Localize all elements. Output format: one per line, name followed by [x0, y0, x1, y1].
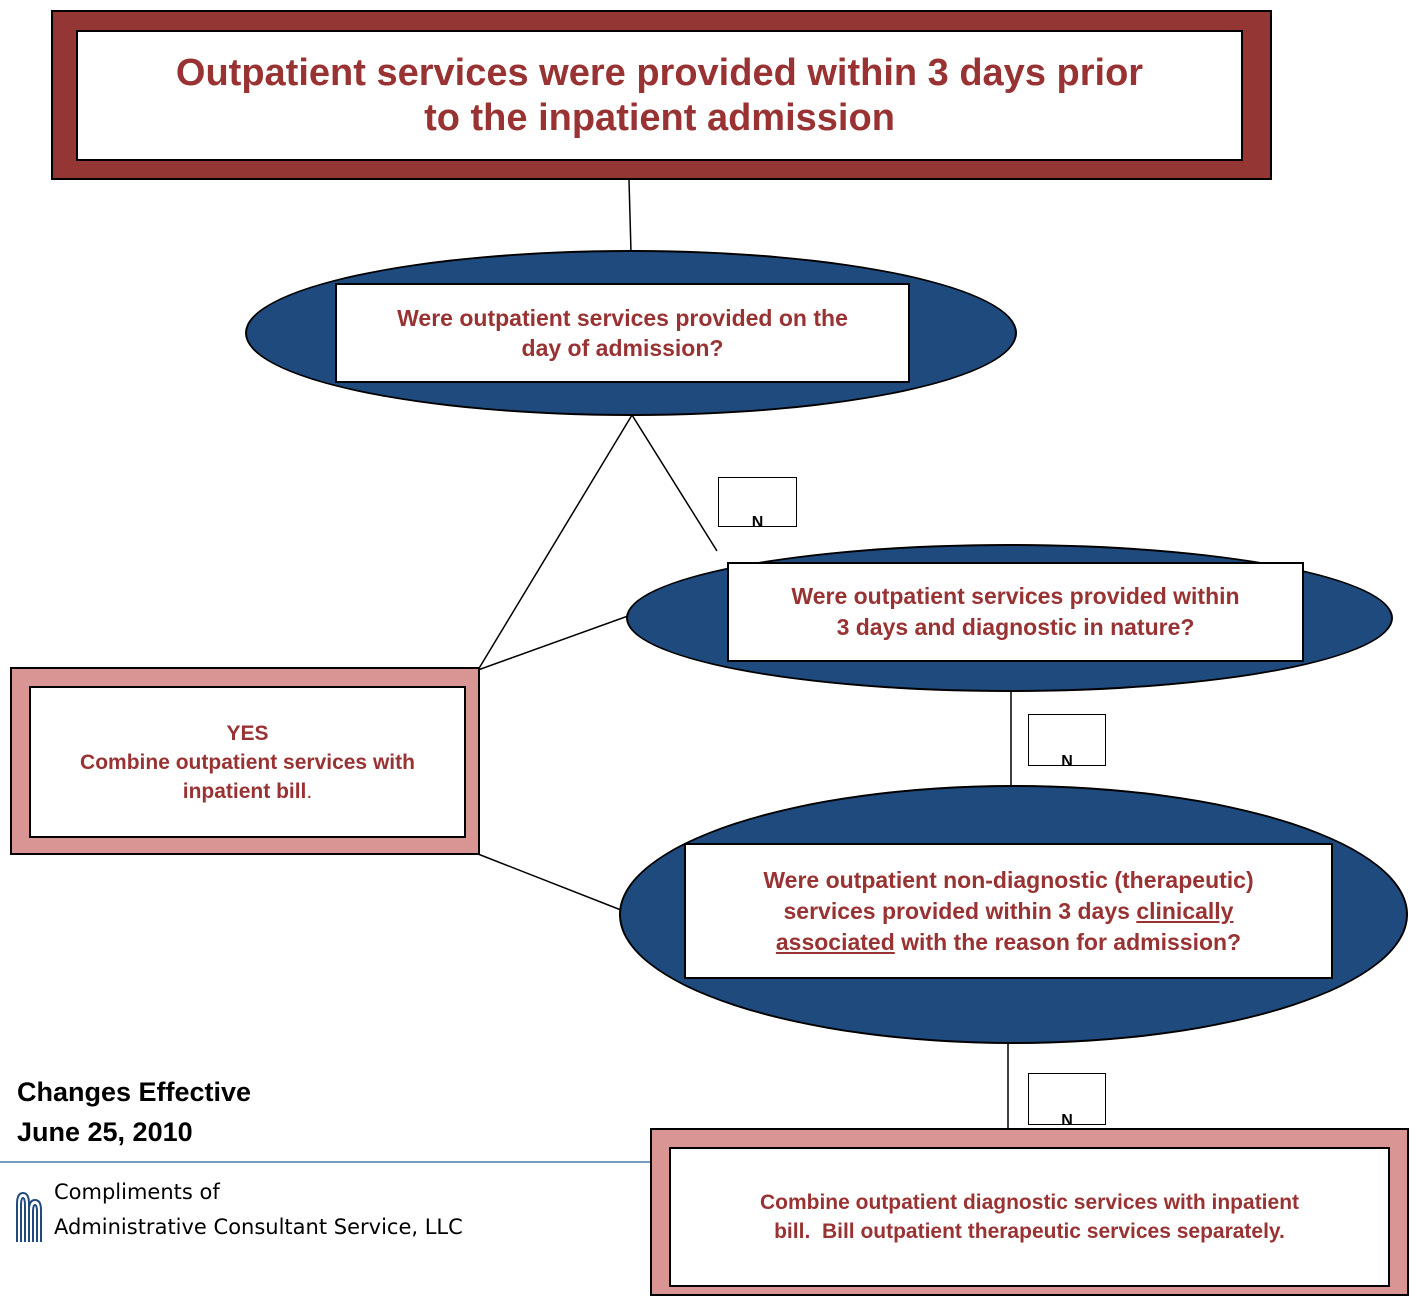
decision3-line-2: services provided within 3 days clinical…	[784, 896, 1234, 927]
decision2-question: Were outpatient services provided within…	[727, 562, 1304, 662]
decision1-line-1: Were outpatient services provided on the	[397, 305, 848, 331]
result-inner: Combine outpatient diagnostic services w…	[669, 1147, 1390, 1287]
decision3-line-2-text: services provided within 3 days	[783, 897, 1130, 924]
effective-line-2: June 25, 2010	[17, 1117, 193, 1147]
decision3-line-1: Were outpatient non-diagnostic (therapeu…	[763, 866, 1254, 893]
title-to-decision1-line	[628, 179, 632, 253]
decision1-question: Were outpatient services provided on the…	[335, 283, 910, 383]
decision3-line-3: associated with the reason for admission…	[776, 927, 1241, 958]
footer-line-2: Administrative Consultant Service, LLC	[54, 1215, 463, 1239]
no-label-2-text: N	[1061, 753, 1073, 766]
footer-line-1: Compliments of	[54, 1180, 220, 1204]
title-inner: Outpatient services were provided within…	[76, 30, 1243, 161]
decision1-to-yes-line	[477, 414, 633, 671]
decision1-to-decision2-line	[631, 414, 718, 552]
effective-date: Changes Effective June 25, 2010	[17, 1072, 251, 1152]
decision3-underlined-1: clinically	[1136, 897, 1234, 924]
yes-line-2-text: inpatient bill	[182, 779, 307, 803]
decision3-question: Were outpatient non-diagnostic (therapeu…	[684, 843, 1333, 979]
decision3-line-3-text: with the reason for admission?	[901, 928, 1242, 955]
yes-inner: YES Combine outpatient services with inp…	[29, 686, 466, 838]
yes-line-1: Combine outpatient services with	[80, 750, 415, 774]
title-line-1: Outpatient services were provided within…	[175, 51, 1144, 94]
yes-period: .	[306, 779, 313, 803]
result-line-1: Combine outpatient diagnostic services w…	[759, 1191, 1300, 1214]
no-label-2: N	[1028, 714, 1106, 766]
no-label-3-text: N	[1061, 1112, 1073, 1125]
decision2-line-1: Were outpatient services provided within	[791, 583, 1240, 609]
footer-text: Compliments of Administrative Consultant…	[54, 1175, 654, 1296]
company-logo-icon	[14, 1190, 44, 1242]
title-line-2: to the inpatient admission	[424, 96, 895, 139]
yes-line-2: inpatient bill.	[183, 777, 313, 806]
decision1-line-2: day of admission?	[521, 335, 724, 361]
yes-to-decision3-line	[477, 853, 622, 911]
no-label-1-text: N	[751, 514, 764, 527]
decision2-line-2: 3 days and diagnostic in nature?	[836, 614, 1195, 640]
yes-heading: YES	[226, 721, 269, 745]
decision2-to-yes-line	[477, 615, 629, 671]
no-label-3: N	[1028, 1073, 1106, 1125]
decision3-underlined-2: associated	[775, 928, 895, 955]
result-line-2: bill. Bill outpatient therapeutic servic…	[774, 1220, 1285, 1243]
effective-line-1: Changes Effective	[17, 1077, 252, 1107]
no-label-1: N	[718, 477, 797, 527]
